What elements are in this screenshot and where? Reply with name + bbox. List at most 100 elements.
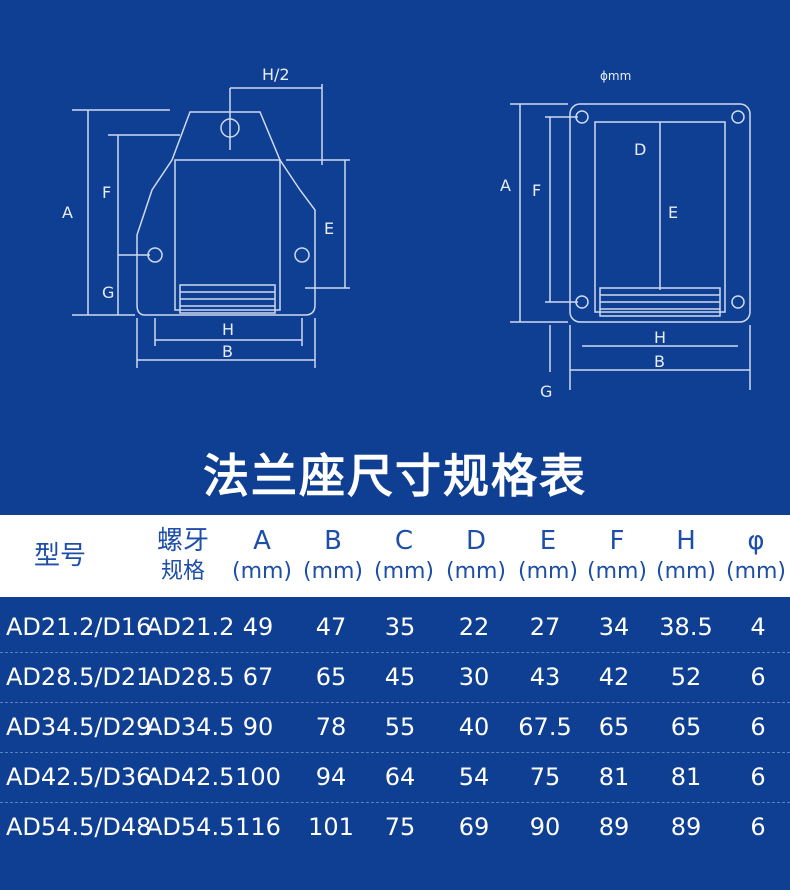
table-cell: 6 <box>750 813 766 841</box>
table-cell: 64 <box>384 763 416 791</box>
header-line1: φ <box>747 526 765 556</box>
row-divider <box>0 752 790 753</box>
table-cell: 6 <box>750 713 766 741</box>
table-cell: 49 <box>242 613 274 641</box>
table-cell: 54 <box>458 763 490 791</box>
label-e-right: E <box>668 203 678 222</box>
header-cell: D (mm) <box>438 515 514 597</box>
table-cell: 40 <box>458 713 490 741</box>
technical-drawings: H/2 A F G E H B ɸmm A F D E H B G <box>62 65 751 401</box>
header-cell: H(mm) <box>648 515 724 597</box>
header-line1: 型号 <box>33 541 86 571</box>
label-h-half: H/2 <box>262 65 290 84</box>
table-cell: 67.5 <box>518 713 572 741</box>
table-cell: 45 <box>384 663 416 691</box>
table-cell: 65 <box>670 713 702 741</box>
table-cell: 89 <box>598 813 630 841</box>
header-line1: E <box>539 526 557 556</box>
header-cell: B (mm) <box>295 515 371 597</box>
table-cell: AD21.2 <box>146 613 235 641</box>
label-f-right: F <box>532 181 541 200</box>
header-cell: 型号 <box>22 515 98 597</box>
table-cell: AD34.5 <box>146 713 235 741</box>
header-line2: 规格 <box>160 559 205 584</box>
table-cell: 101 <box>308 813 354 841</box>
label-g-right: G <box>540 382 552 401</box>
row-divider <box>0 802 790 803</box>
header-line1: 螺牙 <box>156 526 209 556</box>
table-cell: 90 <box>242 713 274 741</box>
header-line1: F <box>609 526 625 556</box>
header-line2: (mm) <box>231 559 293 584</box>
table-cell: 116 <box>235 813 281 841</box>
table-cell: AD28.5 <box>146 663 235 691</box>
table-cell: 81 <box>670 763 702 791</box>
page-title: 法兰座尺寸规格表 <box>203 449 587 503</box>
row-divider <box>0 702 790 703</box>
header-cell: 螺牙规格 <box>145 515 221 597</box>
table-cell: 94 <box>315 763 347 791</box>
table-cell: 100 <box>235 763 281 791</box>
table-cell: 69 <box>458 813 490 841</box>
table-cell: 75 <box>384 813 416 841</box>
table-cell: 65 <box>598 713 630 741</box>
label-f-left: F <box>102 183 111 202</box>
label-h-left: H <box>222 320 234 339</box>
row-divider <box>0 652 790 653</box>
table-cell: 27 <box>529 613 561 641</box>
right-flange-drawing <box>510 103 751 390</box>
table-cell: 38.5 <box>659 613 713 641</box>
label-b-right: B <box>654 352 665 371</box>
table-cell: AD54.5 <box>146 813 235 841</box>
table-cell: 52 <box>670 663 702 691</box>
table-cell: 89 <box>670 813 702 841</box>
diagram-labels: H/2 A F G E H B ɸmm A F D E H B G <box>62 65 678 401</box>
table-cell: 42 <box>598 663 630 691</box>
header-line1: H <box>676 526 696 556</box>
table-cell: 6 <box>750 663 766 691</box>
table-cell: 81 <box>598 763 630 791</box>
table-cell: 22 <box>458 613 490 641</box>
label-g-left: G <box>102 283 114 302</box>
table-cell: 34 <box>598 613 630 641</box>
header-line1: D <box>465 526 487 556</box>
table-cell: 30 <box>458 663 490 691</box>
label-h-right: H <box>654 328 666 347</box>
header-line1: B <box>324 526 342 556</box>
table-cell: 78 <box>315 713 347 741</box>
table-cell: AD42.5 <box>146 763 235 791</box>
header-line2: (mm) <box>445 559 507 584</box>
header-line2: (mm) <box>586 559 648 584</box>
header-cell: E (mm) <box>510 515 586 597</box>
header-line2: (mm) <box>302 559 364 584</box>
left-flange-drawing <box>72 84 350 368</box>
table-cell: 90 <box>529 813 561 841</box>
table-cell: 65 <box>315 663 347 691</box>
label-phi: ɸmm <box>600 69 631 83</box>
table-cell: AD34.5/D29 <box>6 713 152 741</box>
table-cell: 47 <box>315 613 347 641</box>
table-cell: AD42.5/D36 <box>6 763 152 791</box>
table-cell: 55 <box>384 713 416 741</box>
header-line2: (mm) <box>517 559 579 584</box>
label-a-left: A <box>62 203 73 222</box>
label-a-right: A <box>500 176 511 195</box>
table-cell: AD21.2/D16 <box>6 613 152 641</box>
header-line2: (mm) <box>725 559 787 584</box>
header-line1: C <box>394 526 414 556</box>
header-line2: (mm) <box>373 559 435 584</box>
header-cell: φ (mm) <box>718 515 790 597</box>
table-cell: AD54.5/D48 <box>6 813 152 841</box>
label-b-left: B <box>222 342 233 361</box>
table-cell: 43 <box>529 663 561 691</box>
table-cell: 4 <box>750 613 766 641</box>
label-e-left: E <box>324 219 334 238</box>
table-cell: 35 <box>384 613 416 641</box>
header-cell: F (mm) <box>579 515 655 597</box>
table-cell: 75 <box>529 763 561 791</box>
